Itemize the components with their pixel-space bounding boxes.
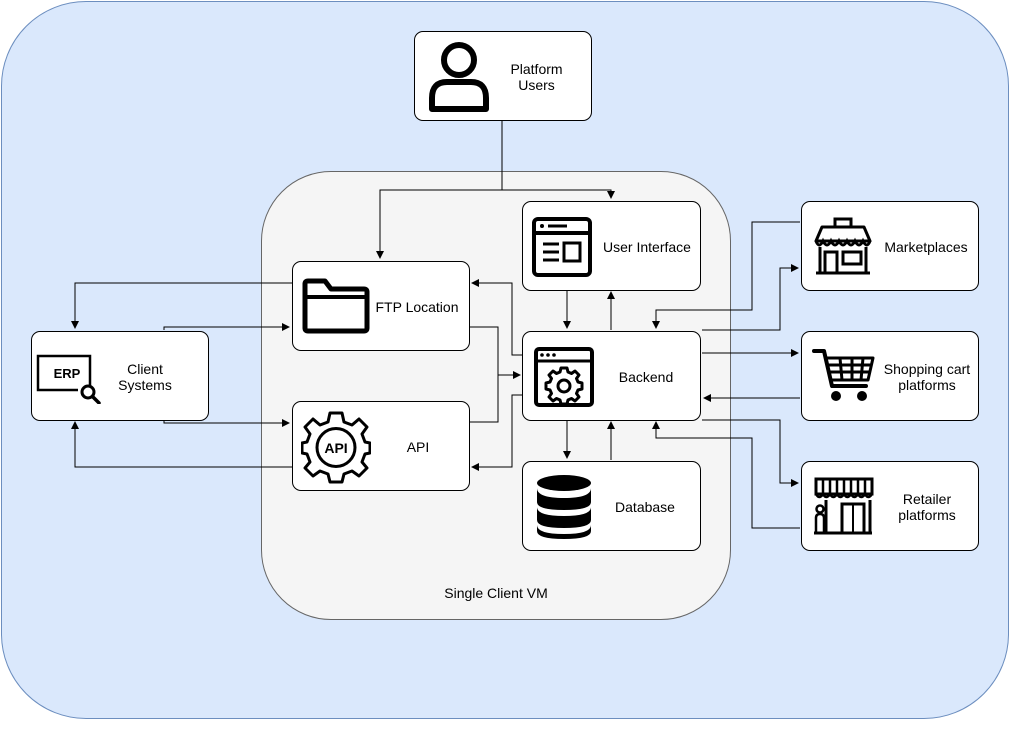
ftp-location-label: FTP Location: [375, 299, 459, 315]
storefront-icon: [814, 217, 872, 275]
folder-icon: [302, 278, 370, 334]
backend-label: Backend: [618, 369, 674, 385]
database-icon: [537, 475, 591, 539]
node-shopping-cart-platforms[interactable]: Shopping cart platforms: [801, 331, 979, 421]
shopping-cart-label: Shopping cart platforms: [883, 361, 971, 393]
user-icon: [429, 42, 489, 112]
marketplaces-label: Marketplaces: [884, 239, 968, 255]
settings-window-icon: [534, 347, 594, 407]
vm-label: Single Client VM: [444, 585, 548, 601]
erp-search-icon: ERP: [36, 354, 101, 404]
shopping-cart-icon: [812, 349, 875, 401]
erp-icon-text: ERP: [54, 366, 81, 381]
user-interface-label: User Interface: [603, 239, 691, 255]
node-marketplaces[interactable]: Marketplaces: [801, 201, 979, 291]
node-database[interactable]: Database: [522, 461, 701, 551]
node-api[interactable]: API API: [292, 401, 470, 491]
retailer-label: Retailer platforms: [898, 491, 956, 523]
node-ftp-location[interactable]: FTP Location: [292, 261, 470, 351]
browser-window-icon: [532, 217, 592, 277]
api-label: API: [406, 439, 430, 455]
platform-users-label: Platform Users: [510, 61, 563, 93]
node-backend[interactable]: Backend: [522, 331, 701, 421]
api-gear-icon: API: [301, 411, 371, 484]
node-client-systems[interactable]: ERP Client Systems: [31, 331, 209, 421]
api-icon-text: API: [324, 440, 347, 456]
node-platform-users[interactable]: Platform Users: [414, 31, 592, 121]
node-retailer-platforms[interactable]: Retailer platforms: [801, 461, 979, 551]
retail-shop-icon: [814, 477, 874, 535]
client-systems-label: Client Systems: [118, 361, 172, 393]
node-user-interface[interactable]: User Interface: [522, 201, 701, 291]
database-label: Database: [615, 499, 675, 515]
